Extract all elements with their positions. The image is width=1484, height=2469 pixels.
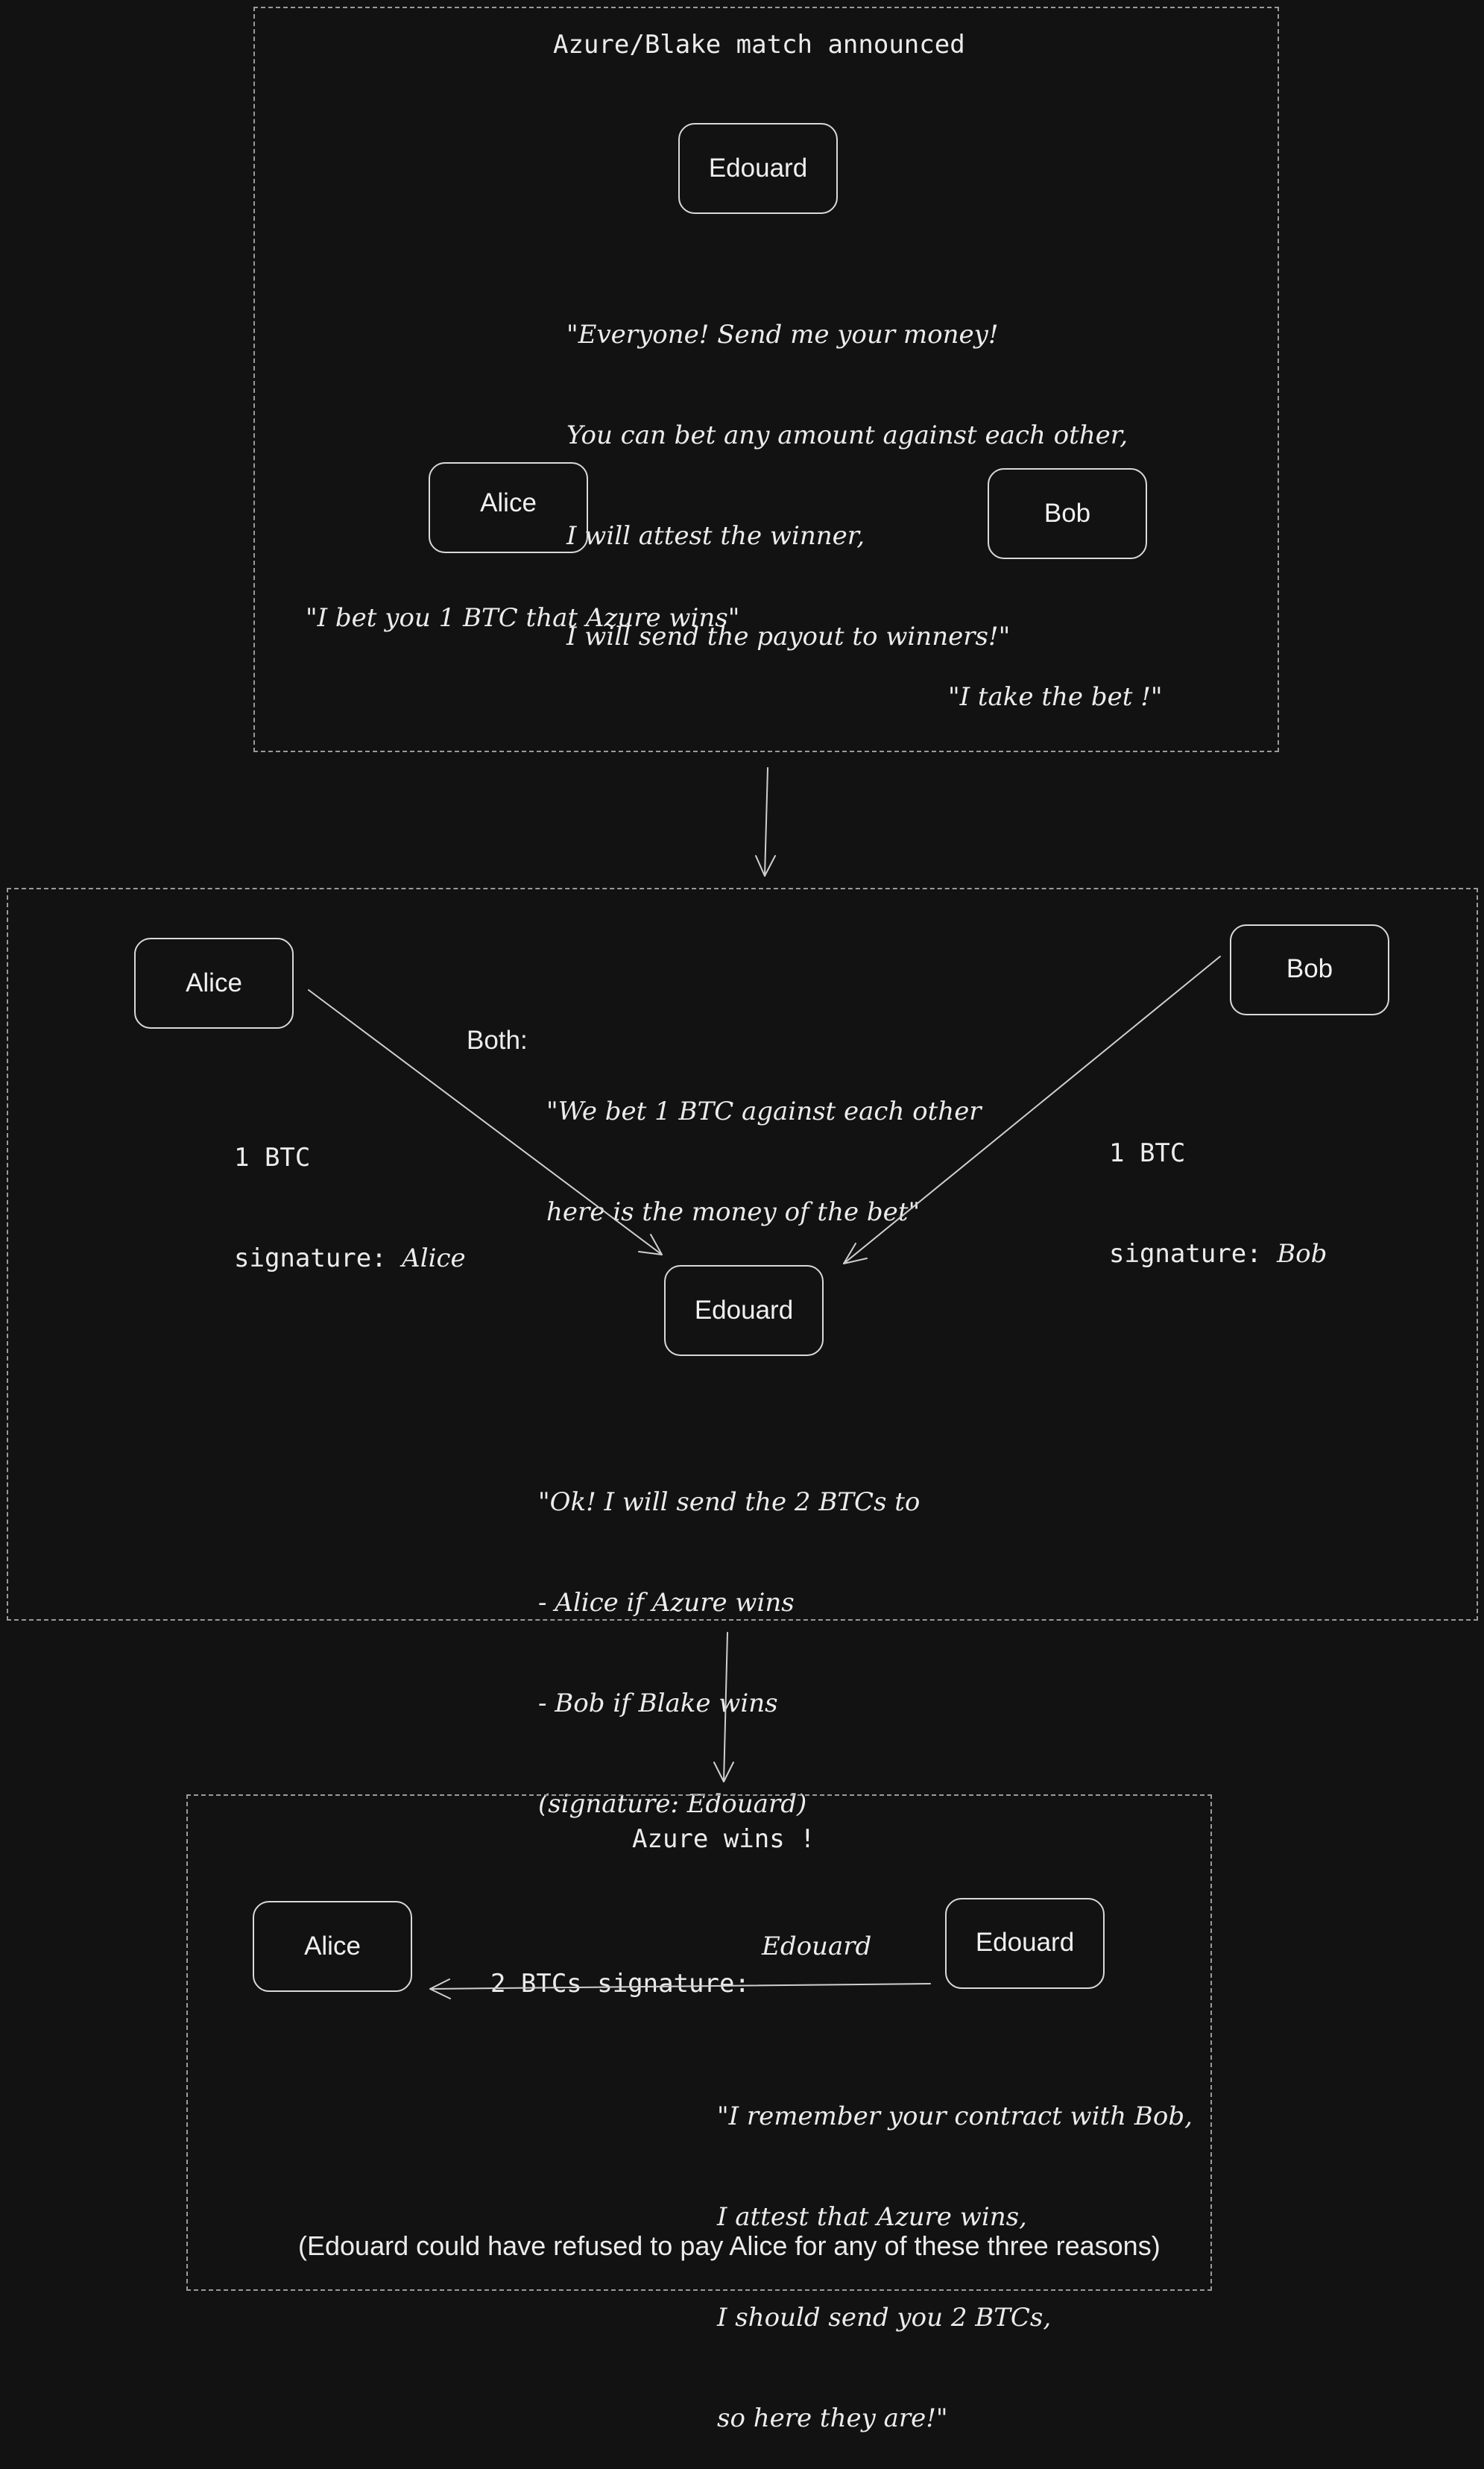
section1-title: Azure/Blake match announced <box>553 30 965 60</box>
alice-bet-quote: "I bet you 1 BTC that Azure wins" <box>306 603 740 633</box>
edouard-node-2-label: Edouard <box>694 1296 794 1325</box>
quote-line: You can bet any amount against each othe… <box>566 420 1128 450</box>
payment-signature: Edouard <box>762 1932 872 1961</box>
edouard-node-1[interactable]: Edouard <box>678 123 838 214</box>
frame-bet-placed <box>7 888 1478 1621</box>
alice-node-2[interactable]: Alice <box>134 938 294 1029</box>
edouard-announcement-quote: "Everyone! Send me your money! You can b… <box>566 251 1128 687</box>
quote-line: here is the money of the bet" <box>546 1197 921 1227</box>
alice-amount: 1 BTC <box>234 1143 311 1173</box>
quote-line: "Everyone! Send me your money! <box>566 320 999 350</box>
edouard-node-1-label: Edouard <box>708 154 808 183</box>
bob-payment-label: 1 BTC signature: Bob <box>1109 1070 1327 1305</box>
alice-signature: signature: Alice <box>234 1242 466 1276</box>
bob-amount: 1 BTC <box>1109 1138 1186 1168</box>
quote-line: - Bob if Blake wins <box>538 1688 778 1718</box>
alice-node-3-label: Alice <box>304 1932 361 1961</box>
signature-label: signature: <box>1109 1239 1278 1269</box>
flow-arrow-1 <box>755 767 776 877</box>
quote-line: I should send you 2 BTCs, <box>717 2303 1052 2333</box>
quote-line: - Alice if Azure wins <box>538 1588 795 1618</box>
signature-name: Bob <box>1277 1239 1327 1269</box>
alice-node-1-label: Alice <box>480 488 537 517</box>
quote-line: so here they are!" <box>717 2403 948 2433</box>
quote-line: "Ok! I will send the 2 BTCs to <box>538 1487 921 1517</box>
alice-node-1[interactable]: Alice <box>429 462 588 553</box>
payment-label: 2 BTCs signature: <box>460 1934 750 2001</box>
bob-node-1-label: Bob <box>1043 499 1091 528</box>
quote-line: I will attest the winner, <box>566 521 865 551</box>
alice-node-3[interactable]: Alice <box>253 1901 412 1992</box>
edouard-node-3[interactable]: Edouard <box>945 1898 1105 1989</box>
signature-label: signature: <box>234 1243 402 1273</box>
frame-azure-wins <box>186 1794 1212 2291</box>
both-quote: "We bet 1 BTC against each other here is… <box>546 1028 982 1263</box>
footnote: (Edouard could have refused to pay Alice… <box>298 2230 1161 2261</box>
quote-line: I will send the payout to winners!" <box>566 622 1011 652</box>
quote-line: "I remember your contract with Bob, <box>717 2101 1193 2131</box>
quote-line: "We bet 1 BTC against each other <box>546 1097 982 1126</box>
alice-node-2-label: Alice <box>186 968 242 997</box>
section3-title: Azure wins ! <box>632 1824 815 1854</box>
alice-payment-label: 1 BTC signature: Alice <box>234 1074 466 1309</box>
bob-node-2[interactable]: Bob <box>1230 924 1389 1015</box>
bob-node-1[interactable]: Bob <box>988 468 1147 559</box>
frame-match-announced <box>253 7 1279 752</box>
edouard-node-2[interactable]: Edouard <box>664 1265 824 1356</box>
bob-signature: signature: Bob <box>1109 1237 1327 1271</box>
quote-line: (signature: Edouard) <box>538 1789 807 1819</box>
edouard-contract-quote: "Ok! I will send the 2 BTCs to - Alice i… <box>538 1419 920 1855</box>
payment-text: 2 BTCs signature: <box>490 1969 750 1999</box>
bob-accept-quote: "I take the bet !" <box>948 682 1163 712</box>
edouard-node-3-label: Edouard <box>975 1928 1075 1957</box>
both-label: Both: <box>467 1026 528 1055</box>
signature-name: Alice <box>402 1243 466 1273</box>
bob-node-2-label: Bob <box>1286 954 1333 983</box>
quote-line: I attest that Azure wins, <box>717 2202 1027 2232</box>
